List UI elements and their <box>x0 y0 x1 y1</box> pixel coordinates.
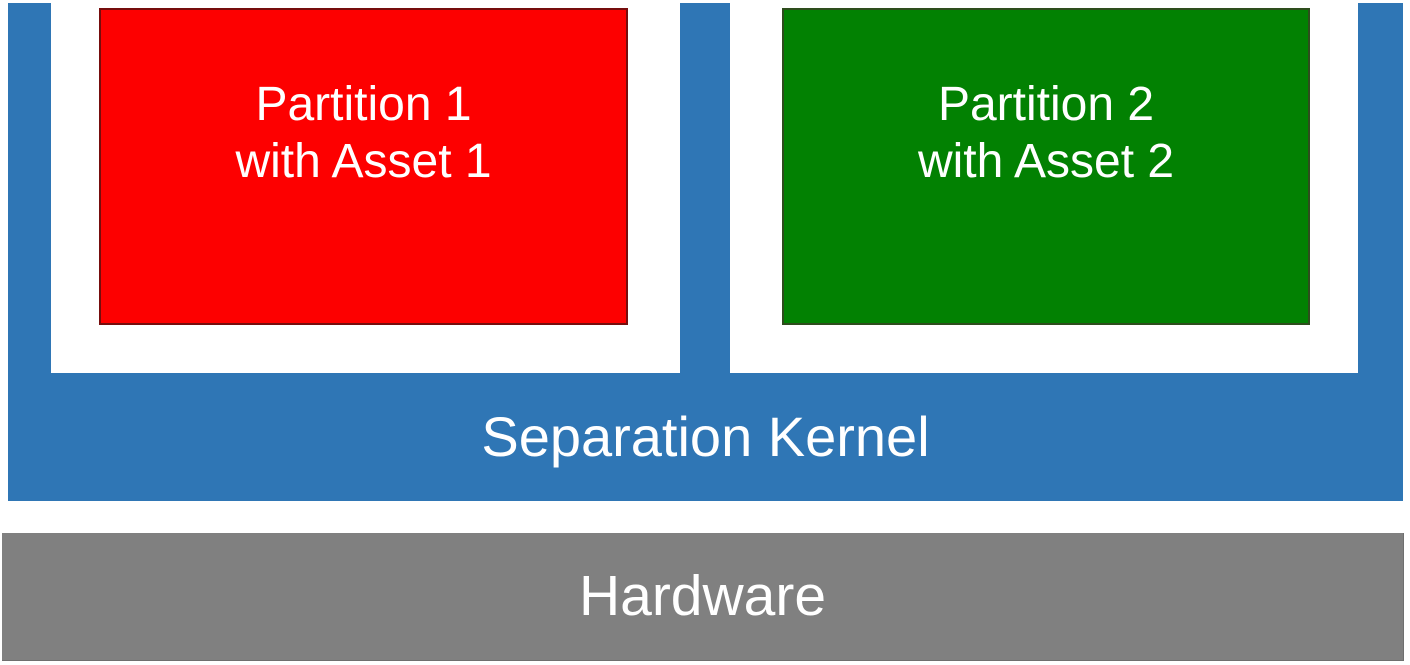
hardware-label: Hardware <box>578 564 827 628</box>
kernel-base-band: Separation Kernel <box>8 373 1403 501</box>
partition-1-label-line2: with Asset 1 <box>235 135 492 188</box>
kernel-label: Separation Kernel <box>481 405 930 468</box>
partition-1-box: Partition 1 with Asset 1 <box>99 8 628 325</box>
partition-2-label-line2: with Asset 2 <box>917 135 1175 188</box>
partition-2-label-line1: Partition 2 <box>937 78 1155 131</box>
partition-2-box: Partition 2 with Asset 2 <box>782 8 1310 325</box>
hardware-box: Hardware <box>2 533 1404 661</box>
partition-1-label-line1: Partition 1 <box>255 78 472 131</box>
